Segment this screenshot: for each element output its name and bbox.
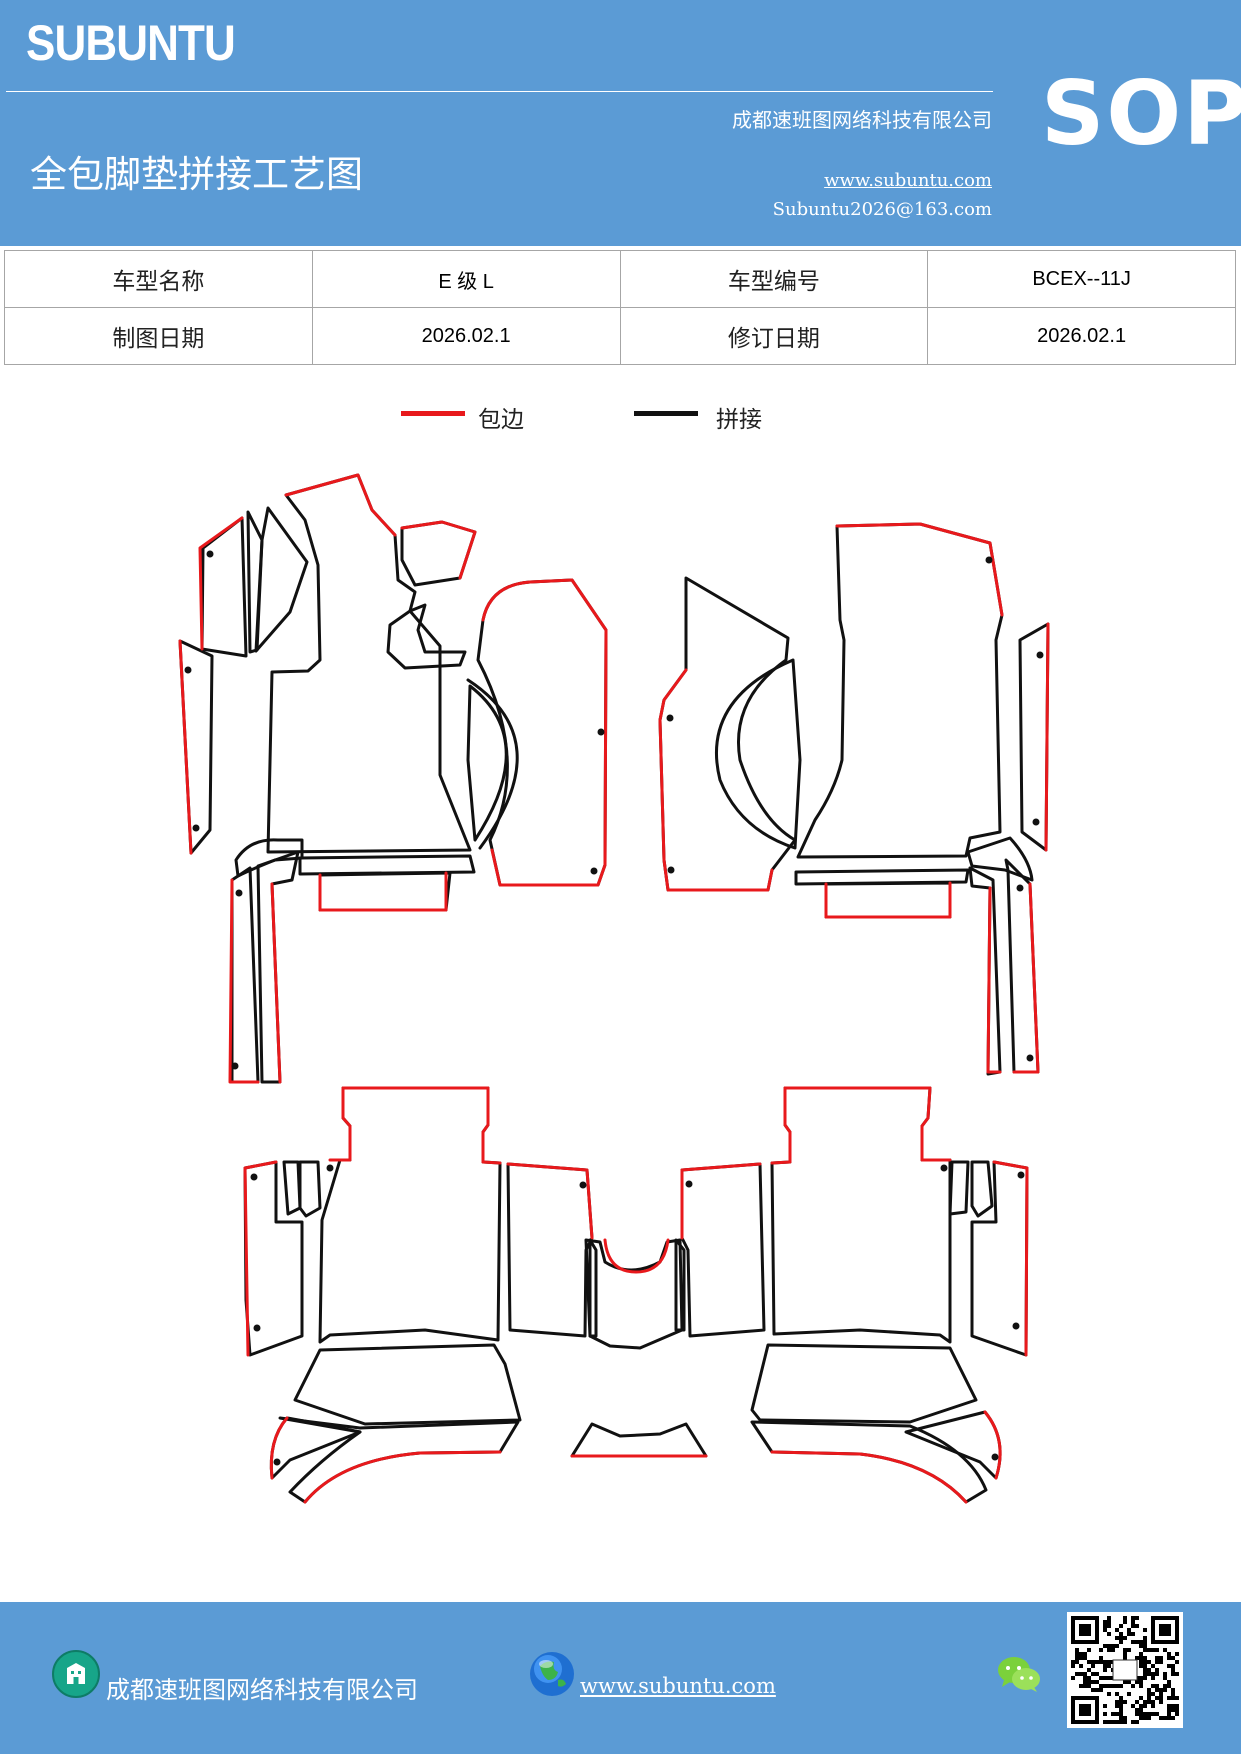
mat-piece [200, 516, 248, 658]
wechat-icon[interactable] [996, 1654, 1042, 1694]
legend-swatch-binding [401, 411, 465, 416]
mat-piece [506, 1162, 594, 1338]
footer-website-link[interactable]: www.subuntu.com [580, 1674, 776, 1698]
mat-edge [228, 878, 260, 1084]
mat-piece [948, 1160, 970, 1216]
mat-piece [824, 881, 952, 919]
mat-edge [270, 882, 282, 1084]
mat-piece [230, 866, 260, 1084]
mat-edge [770, 1086, 952, 1165]
mat-edge [178, 639, 193, 855]
mat-piece [282, 1160, 302, 1216]
legend-label-joint: 拼接 [716, 407, 762, 433]
mat-piece [243, 1160, 304, 1357]
mat-edge [835, 522, 1004, 617]
mat-edge [983, 1410, 1002, 1480]
mat-edge [824, 881, 952, 919]
mat-edge [986, 886, 1002, 1074]
mat-piece [318, 871, 452, 912]
document-title: 全包脚垫拼接工艺图 [30, 153, 363, 196]
label-revision-date: 修订日期 [619, 307, 929, 365]
mat-piece [1018, 622, 1050, 852]
qr-code [1067, 1612, 1183, 1728]
rear-right-mat-group [680, 1086, 1029, 1504]
mat-piece [970, 1160, 994, 1218]
mat-piece [715, 658, 802, 850]
header-banner: SUBUNTU 成都速班图网络科技有限公司 全包脚垫拼接工艺图 www.subu… [0, 0, 1241, 246]
mat-edge [303, 1450, 502, 1504]
mat-piece [293, 1343, 522, 1426]
mat-piece [298, 854, 476, 876]
mat-edge [481, 578, 608, 887]
front-right-mat-group [658, 522, 1050, 1076]
legend: 包边 拼接 [0, 400, 1241, 440]
floor-mat-diagram [178, 473, 1050, 1504]
mat-piece [466, 678, 519, 850]
mat-edge [198, 516, 244, 651]
mat-piece [680, 1162, 766, 1338]
mat-edge [992, 1160, 1029, 1357]
globe-icon [530, 1652, 574, 1696]
value-draw-date: 2026.02.1 [311, 307, 621, 365]
mat-edge [318, 871, 448, 912]
mat-piece [298, 1160, 322, 1218]
mat-piece [400, 520, 477, 587]
footer-banner: 成都速班图网络科技有限公司 www.subuntu.com [0, 1602, 1241, 1754]
brand-logo: SUBUNTU [26, 15, 236, 71]
mat-edge [243, 1160, 278, 1357]
mat-piece [584, 1238, 684, 1350]
mat-edge [658, 668, 774, 892]
mat-piece [386, 603, 467, 670]
mat-piece [750, 1343, 978, 1424]
label-model-code: 车型编号 [619, 250, 929, 308]
rear-center-mat-group [570, 1238, 708, 1458]
front-left-mat-group [178, 473, 608, 1084]
mat-piece [476, 578, 608, 887]
mat-piece [968, 866, 1002, 1076]
website-link[interactable]: www.subuntu.com [824, 170, 992, 191]
mat-piece [796, 522, 1004, 859]
mat-piece [318, 1086, 502, 1344]
mat-edge [506, 1162, 594, 1240]
mat-piece [588, 1238, 598, 1338]
mat-piece [254, 506, 309, 653]
email-address[interactable]: Subuntu2026@163.com [772, 199, 992, 220]
value-model-name: E 级 L [311, 250, 621, 308]
building-icon [52, 1650, 100, 1698]
mat-edge [1044, 622, 1050, 852]
mat-edge [269, 1416, 289, 1480]
mat-piece [750, 1420, 988, 1504]
info-table: 车型名称 E 级 L 车型编号 BCEX--11J 制图日期 2026.02.1… [4, 250, 1236, 365]
mat-edge [1012, 882, 1040, 1074]
company-name: 成都速班图网络科技有限公司 [732, 108, 992, 132]
value-revision-date: 2026.02.1 [927, 307, 1236, 365]
mat-piece [794, 868, 970, 886]
label-model-name: 车型名称 [4, 250, 313, 308]
legend-label-binding: 包边 [478, 407, 524, 433]
mat-edge [680, 1162, 762, 1240]
mat-edge [400, 520, 477, 580]
value-model-code: BCEX--11J [927, 250, 1236, 308]
label-draw-date: 制图日期 [4, 307, 313, 365]
rear-left-mat-group [243, 1086, 594, 1504]
mat-piece [658, 576, 797, 892]
legend-swatch-joint [634, 411, 698, 416]
table-row: 车型名称 E 级 L 车型编号 BCEX--11J [4, 250, 1236, 308]
mat-piece [266, 473, 472, 854]
mat-edge [328, 1086, 502, 1165]
footer-company-name: 成都速班图网络科技有限公司 [106, 1676, 418, 1704]
table-row: 制图日期 2026.02.1 修订日期 2026.02.1 [4, 307, 1236, 365]
mat-edge [284, 473, 397, 537]
mat-edge [770, 1450, 968, 1504]
mat-piece [966, 836, 1034, 882]
header-divider [6, 91, 993, 92]
sop-badge: SOP [1041, 62, 1241, 165]
mat-edge [603, 1238, 670, 1274]
mat-piece [570, 1422, 708, 1458]
mat-piece [674, 1238, 686, 1332]
